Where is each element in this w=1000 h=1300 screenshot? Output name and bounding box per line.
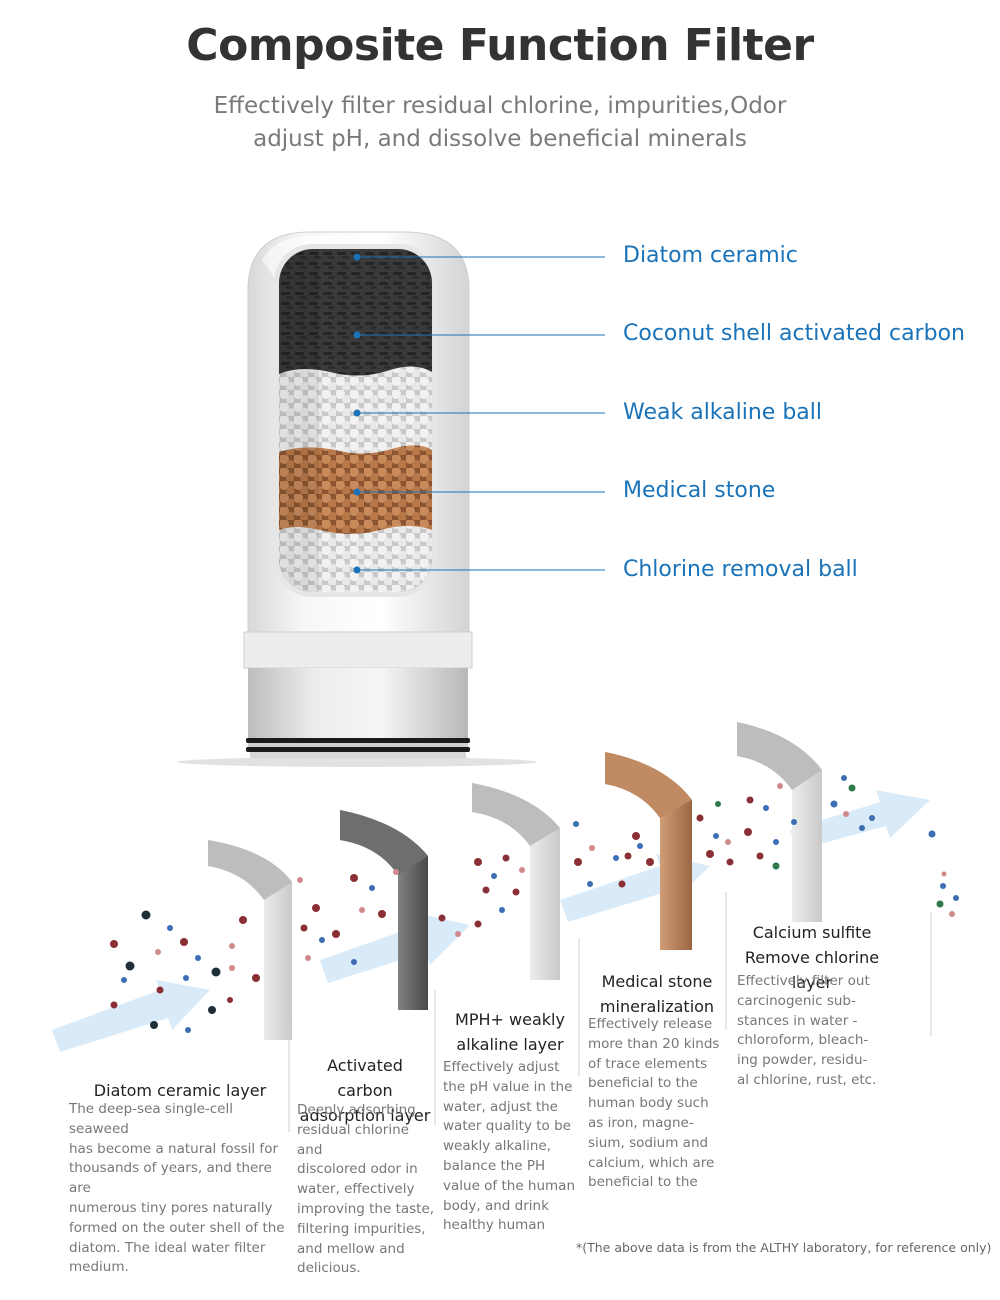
layer-3-desc-line: value of the human xyxy=(443,1177,576,1194)
cartridge-oring-1 xyxy=(246,738,470,743)
layer-3-description: Effectively adjust the pH value in the w… xyxy=(443,1058,579,1236)
layer-4-title: Medical stone mineralization xyxy=(588,969,726,1019)
layer-3-desc-line: healthy human xyxy=(443,1217,546,1234)
layer-2-title-line: adsorption layer xyxy=(299,1106,431,1125)
layer-panel-5 xyxy=(737,722,822,922)
layer-3-desc-line: the pH value in the xyxy=(443,1078,573,1095)
layer-5-title-line: Calcium sulfite xyxy=(752,923,872,942)
layer-1-desc-line: thousands of years, and there are xyxy=(69,1160,272,1197)
layer-5-title-line: Remove chlorine layer xyxy=(744,948,880,992)
layer-4-desc-line: beneficial to the xyxy=(588,1075,698,1092)
layer-2-desc-line: delicious. xyxy=(297,1260,361,1277)
subtitle-line-1: Effectively filter residual chlorine, im… xyxy=(213,93,787,119)
layer-3-title-line: alkaline layer xyxy=(456,1035,564,1054)
layer-5-desc-line: stances in water - xyxy=(737,1012,858,1029)
footnote: *(The above data is from the ALTHY labor… xyxy=(576,1240,992,1255)
layer-1-desc-line: diatom. The ideal water filter xyxy=(69,1239,266,1256)
cartridge-shadow xyxy=(177,757,537,767)
layer-2-desc-line: improving the taste, xyxy=(297,1200,435,1217)
layer-2-desc-line: water, effectively xyxy=(297,1181,415,1198)
layer-2-desc-line: residual chlorine and xyxy=(297,1121,409,1158)
callout-coconut-carbon: Coconut shell activated carbon xyxy=(623,321,965,346)
layer-4-desc-line: of trace elements xyxy=(588,1055,708,1072)
layer-4-desc-line: as iron, magne- xyxy=(588,1114,694,1131)
layer-1-title: Diatom ceramic layer xyxy=(69,1078,291,1103)
layer-5-title: Calcium sulfite Remove chlorine layer xyxy=(724,920,900,995)
column-dividers xyxy=(288,892,932,1132)
layer-panel-2 xyxy=(340,810,428,1010)
layer-4-desc-line: Effectively release xyxy=(588,1016,713,1032)
layer-2-description: Deeply adsorbing residual chlorine and d… xyxy=(297,1101,437,1279)
layer-2-desc-line: discolored odor in xyxy=(297,1161,418,1178)
layer-5-desc-line: al chlorine, rust, etc. xyxy=(737,1071,877,1088)
layer-2-desc-line: and mellow and xyxy=(297,1240,405,1257)
layer-5-desc-line: Effectively filter out xyxy=(737,973,870,989)
layer-2-desc-line: Deeply adsorbing xyxy=(297,1102,416,1118)
layer-3-desc-line: weakly alkaline, xyxy=(443,1138,551,1155)
layer-5-desc-line: carcinogenic sub- xyxy=(737,992,856,1009)
layer-4-desc-line: beneficial to the xyxy=(588,1174,698,1191)
layer-5-description: Effectively filter out carcinogenic sub-… xyxy=(737,972,897,1091)
callout-medical-stone: Medical stone xyxy=(623,478,776,503)
callout-diatom-ceramic: Diatom ceramic xyxy=(623,243,798,268)
subtitle-line-2: adjust pH, and dissolve beneficial miner… xyxy=(253,126,747,152)
layer-1-desc-line: has become a natural fossil for xyxy=(69,1140,278,1157)
layer-4-desc-line: more than 20 kinds xyxy=(588,1035,720,1052)
cartridge-base xyxy=(248,668,468,738)
layer-4-title-line: mineralization xyxy=(599,997,715,1016)
callout-weak-alkaline-ball: Weak alkaline ball xyxy=(623,400,823,425)
layer-3-desc-line: water quality to be xyxy=(443,1118,571,1135)
page-subtitle: Effectively filter residual chlorine, im… xyxy=(140,90,860,156)
layer-2-desc-line: filtering impurities, xyxy=(297,1220,426,1237)
layer-3-title: MPH+ weakly alkaline layer xyxy=(443,1007,577,1057)
layer-3-desc-line: body, and drink xyxy=(443,1197,549,1214)
cartridge-oring-2 xyxy=(246,747,470,752)
callout-chlorine-removal-ball: Chlorine removal ball xyxy=(623,557,858,582)
particles xyxy=(110,775,959,1033)
layer-4-desc-line: calcium, which are xyxy=(588,1154,715,1171)
layer-1-desc-line: numerous tiny pores naturally xyxy=(69,1199,273,1216)
callout-lines xyxy=(353,253,605,574)
layer-panel-1 xyxy=(208,840,292,1040)
layer-4-desc-line: human body such xyxy=(588,1095,709,1112)
layer-1-desc-line: formed on the outer shell of the xyxy=(69,1219,285,1236)
layer-3-desc-line: Effectively adjust xyxy=(443,1059,560,1075)
layer-4-desc-line: sium, sodium and xyxy=(588,1134,709,1151)
layer-panel-3 xyxy=(472,783,560,980)
layer-3-desc-line: balance the PH xyxy=(443,1157,546,1174)
layer-2-title-line: Activated carbon xyxy=(327,1056,403,1100)
layer-panel-4 xyxy=(605,752,692,950)
layer-1-title-line: Diatom ceramic layer xyxy=(93,1081,267,1100)
layer-3-title-line: MPH+ weakly xyxy=(455,1010,565,1029)
layer-4-description: Effectively release more than 20 kinds o… xyxy=(588,1015,726,1193)
page-title: Composite Function Filter xyxy=(186,20,814,71)
layer-5-desc-line: ing powder, residu- xyxy=(737,1052,868,1069)
cartridge-collar xyxy=(243,631,473,669)
layer-3-desc-line: water, adjust the xyxy=(443,1098,558,1115)
layer-1-description: The deep-sea single-cell seaweed has bec… xyxy=(69,1100,291,1278)
layer-5-desc-line: chloroform, bleach- xyxy=(737,1032,869,1049)
filter-media xyxy=(279,249,432,592)
layer-1-desc-line: medium. xyxy=(69,1259,129,1276)
layer-4-title-line: Medical stone xyxy=(601,972,713,991)
layer-2-title: Activated carbon adsorption layer xyxy=(297,1053,433,1128)
layer-1-desc-line: The deep-sea single-cell seaweed xyxy=(69,1101,233,1137)
